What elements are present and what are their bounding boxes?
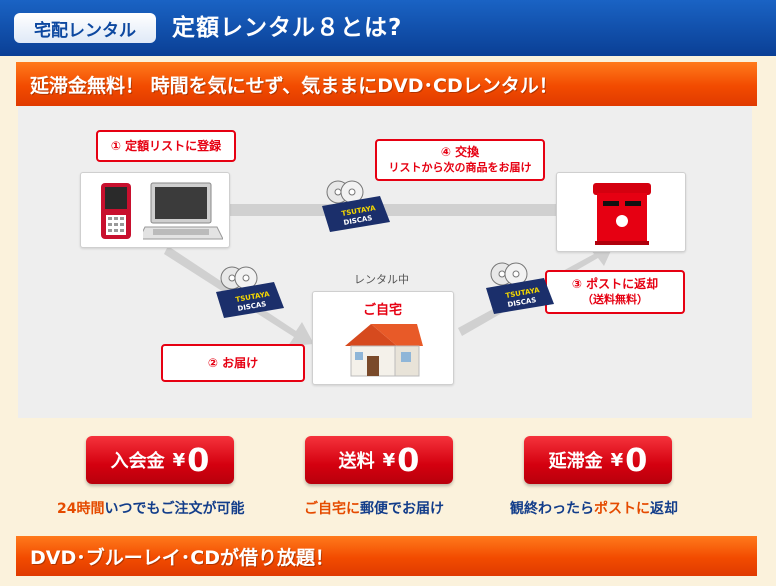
post-box-icon [593, 183, 651, 245]
step-return-post: ③ ポストに返却 （送料無料） [545, 270, 685, 314]
category-badge[interactable]: 宅配レンタル [14, 13, 156, 43]
tsutaya-package-icon: TSUTAYA DISCAS [322, 180, 390, 232]
rental-caption: レンタル中 [354, 273, 409, 286]
fee-amount: 0 [397, 441, 420, 479]
desc-text: 郵便でお届け [360, 501, 444, 517]
house-icon [345, 324, 423, 377]
desc-text: 観終わったら [510, 501, 594, 517]
fee-late-button[interactable]: 延滞金 ¥ 0 [524, 436, 672, 484]
mobile-phone-icon [101, 183, 131, 239]
customer-device-box [80, 172, 230, 248]
yen-sign: ¥ [382, 449, 396, 471]
desc-highlight: 24時間 [57, 501, 105, 517]
fee-shipping-button[interactable]: 送料 ¥ 0 [305, 436, 453, 484]
fee-admission-button[interactable]: 入会金 ¥ 0 [86, 436, 234, 484]
step-register-list-label: ① 定額リストに登録 [110, 139, 222, 153]
step-register-list: ① 定額リストに登録 [96, 130, 236, 162]
fee-label: 延滞金 [548, 451, 603, 472]
fee-late-desc: 観終わったらポストに返却 [510, 498, 678, 518]
fee-label: 入会金 [110, 451, 165, 472]
step-return-post-sublabel: （送料無料） [582, 293, 648, 306]
feature-banner-bottom: DVD･ブルーレイ･CDが借り放題！ [16, 536, 757, 576]
home-label: ご自宅 [363, 303, 403, 318]
feature-banner: 延滞金無料！ 時間を気にせず、気ままにDVD･CDレンタル！ [16, 62, 757, 106]
fee-label: 送料 [338, 451, 375, 472]
desc-highlight: ポストに [594, 501, 650, 517]
fee-admission-desc: 24時間いつでもご注文が可能 [57, 498, 244, 518]
page-header: 宅配レンタル 定額レンタル８とは? [0, 0, 776, 56]
desc-highlight: ご自宅に [304, 501, 360, 517]
desc-tail: 返却 [650, 501, 678, 517]
step-exchange-sublabel: リストから次の商品をお届け [388, 161, 532, 174]
fee-shipping-desc: ご自宅に郵便でお届け [304, 498, 444, 518]
rental-flow-diagram: ① 定額リストに登録 ④ 交換 リストから次の商品をお届け ③ ポストに返却 （… [18, 106, 752, 418]
mailbox-box [556, 172, 686, 252]
home-box: ご自宅 [312, 291, 454, 385]
yen-sign: ¥ [172, 449, 186, 471]
yen-sign: ¥ [610, 449, 624, 471]
desc-text: いつでもご注文が可能 [104, 501, 245, 517]
step-exchange: ④ 交換 リストから次の商品をお届け [375, 139, 545, 181]
tsutaya-package-icon: TSUTAYA DISCAS [216, 266, 284, 318]
fee-amount: 0 [625, 441, 648, 479]
fee-amount: 0 [187, 441, 210, 479]
page-title: 定額レンタル８とは? [172, 15, 403, 41]
laptop-icon [143, 182, 223, 240]
step-return-post-label: ③ ポストに返却 [571, 277, 659, 291]
step-delivery: ② お届け [161, 344, 305, 382]
step-exchange-label: ④ 交換 [440, 145, 480, 159]
step-delivery-label: ② お届け [207, 356, 259, 370]
tsutaya-package-icon: TSUTAYA DISCAS [486, 262, 554, 314]
arrow-return-to-home [213, 194, 558, 226]
